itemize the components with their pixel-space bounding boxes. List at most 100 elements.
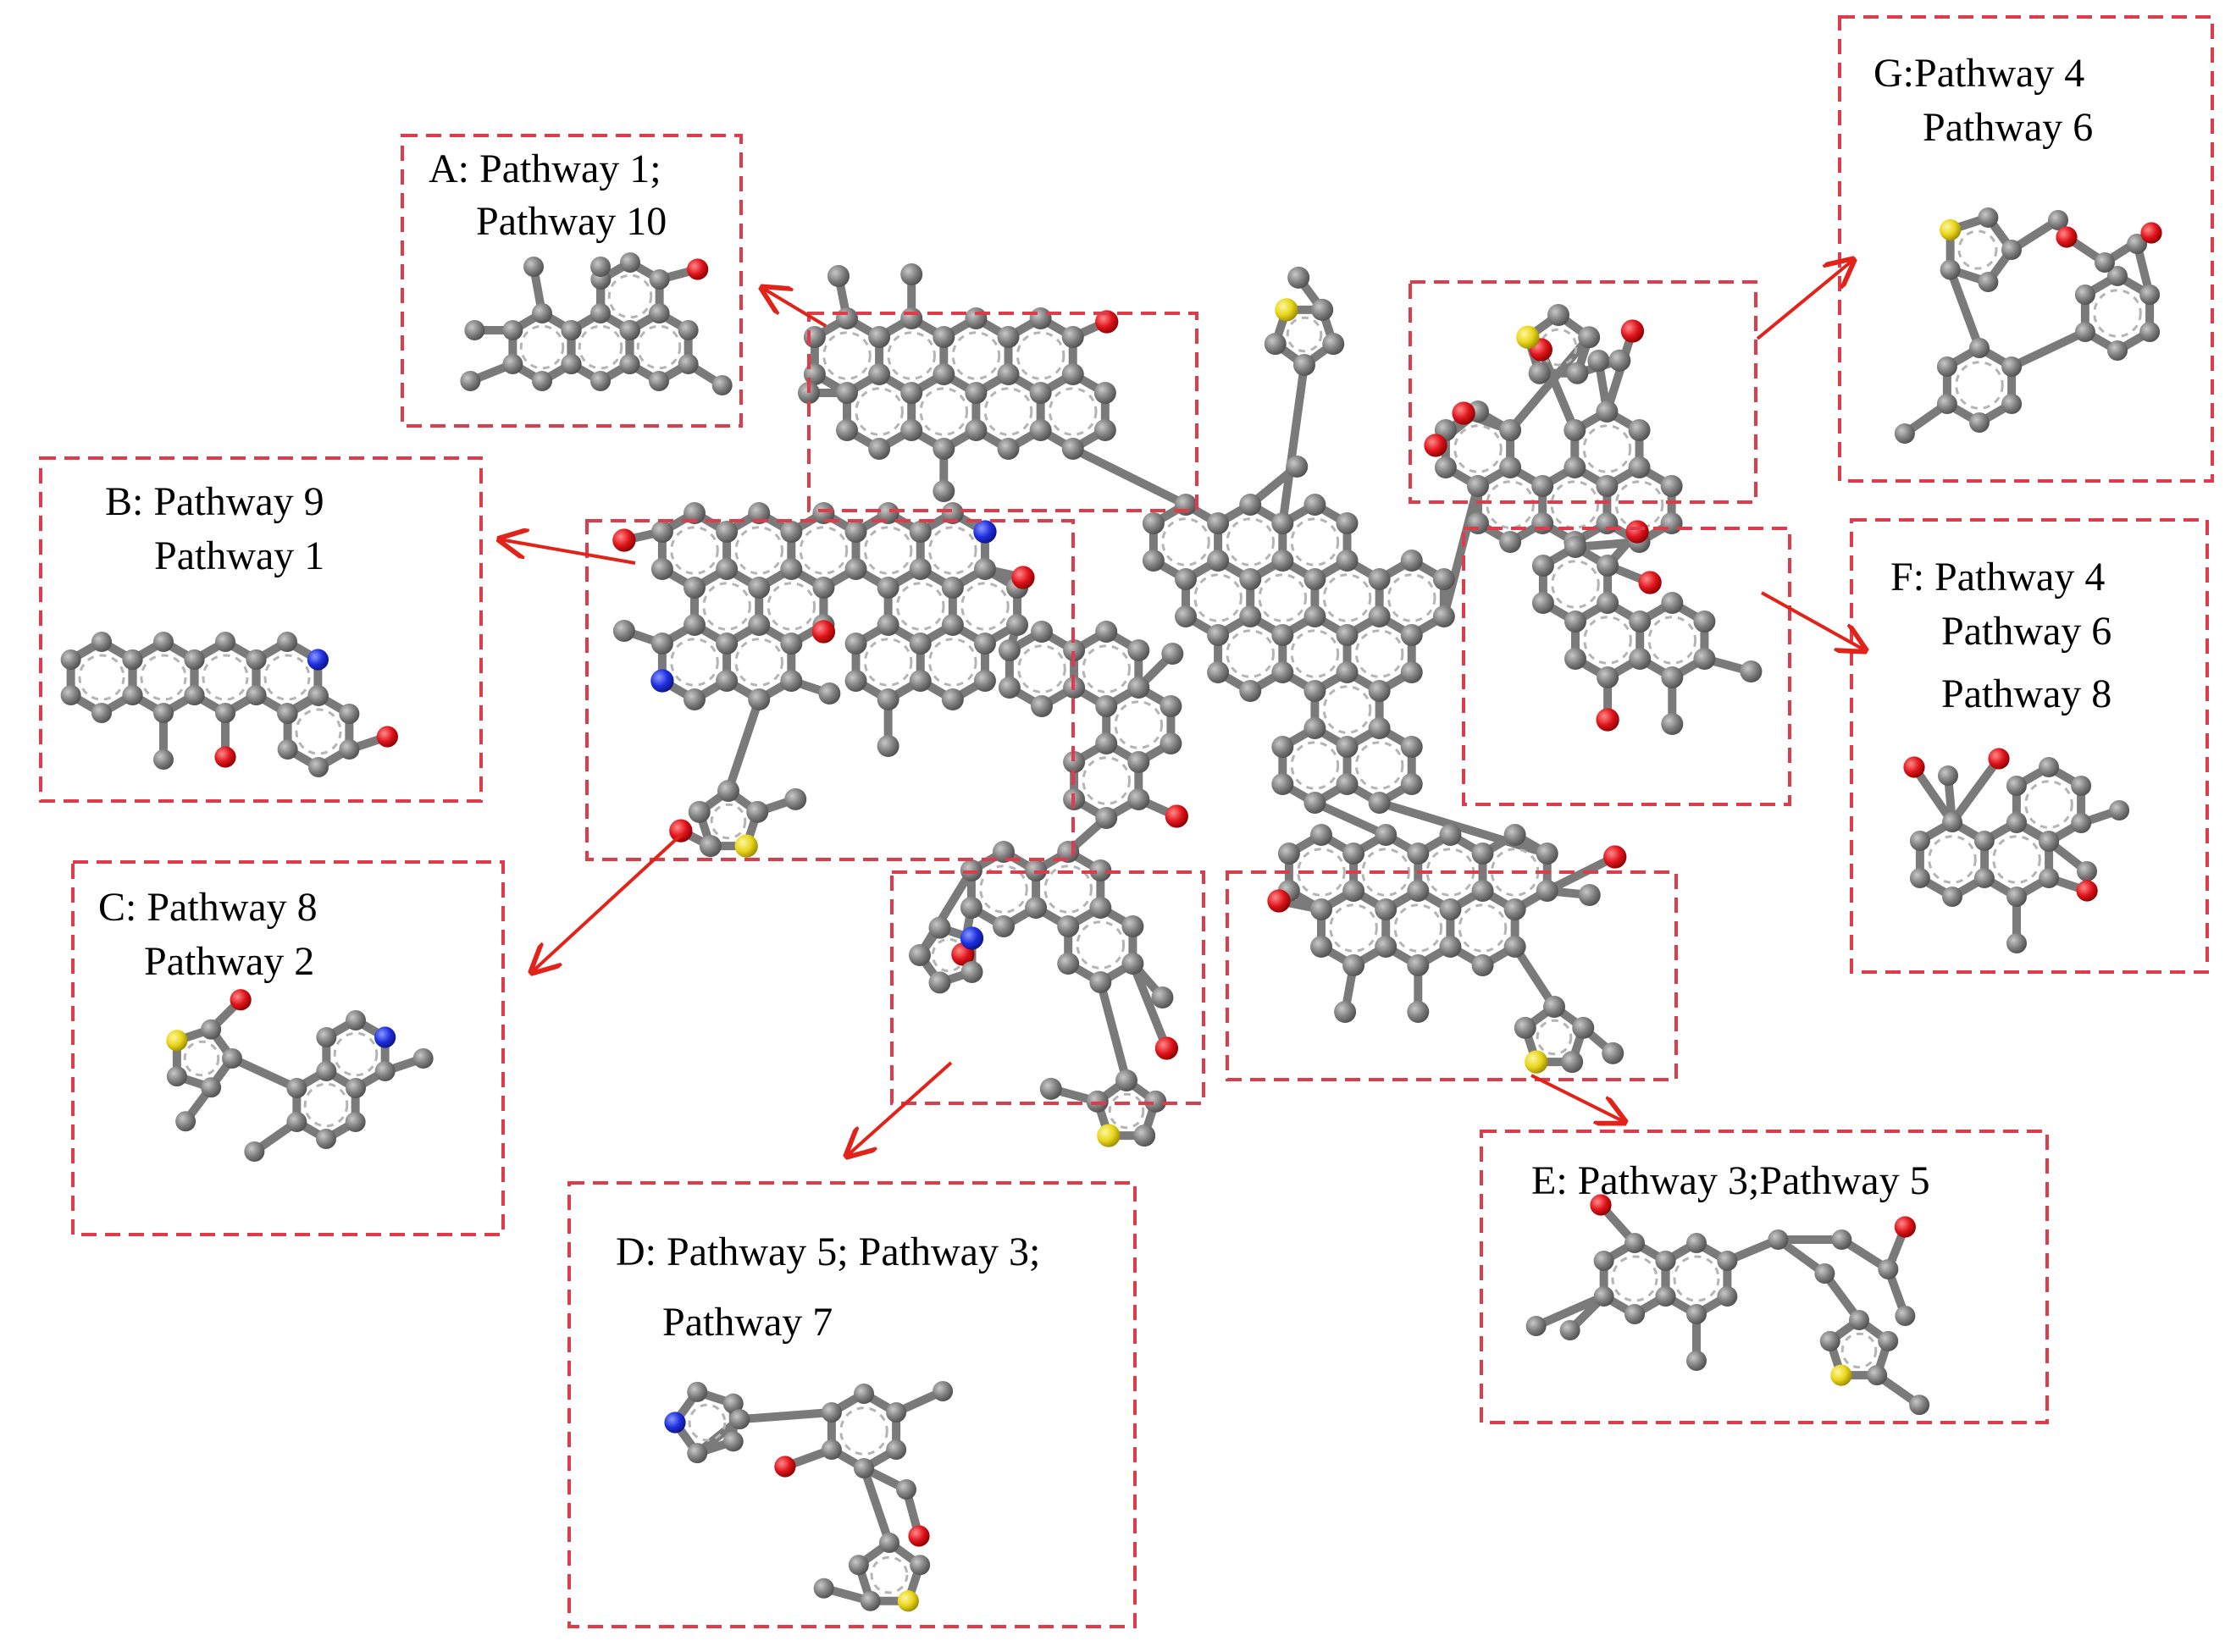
carbon-atom [1624,1233,1645,1253]
carbon-atom [886,1402,907,1423]
sulfur-atom [1940,218,1962,241]
oxygen-atom [1590,1194,1612,1216]
sulfur-atom [1516,325,1540,349]
bond [735,1408,836,1424]
carbon-atom [1239,605,1262,627]
carbon-atom [1596,512,1619,534]
carbon-atom [1503,898,1526,920]
aromatic-ring-marker [1647,616,1697,665]
carbon-atom [1336,773,1359,795]
carbon-atom [1936,356,1957,377]
carbon-atom [1095,621,1118,643]
carbon-atom [1336,512,1359,534]
carbon-atom [836,307,858,329]
carbon-atom [812,577,835,599]
carbon-atom [854,1384,874,1404]
aromatic-ring-marker [799,526,849,575]
oxygen-atom [1596,708,1619,732]
carbon-atom [1368,605,1391,627]
carbon-atom [412,1048,434,1069]
carbon-atom [678,354,699,374]
aromatic-ring-marker [1016,331,1065,380]
carbon-atom [166,1066,187,1087]
carbon-atom [746,800,769,823]
aromatic-ring-marker [1550,480,1600,529]
aromatic-ring-marker [1290,741,1340,790]
carbon-atom [1310,824,1332,846]
nitrogen-atom [650,669,674,693]
carbon-atom [316,1027,337,1047]
carbon-atom [1061,438,1084,460]
carbon-atom [1095,807,1118,829]
carbon-atom [1271,550,1294,572]
carbon-atom [1334,1001,1357,1023]
aromatic-ring-marker [1258,573,1308,622]
carbon-atom [1578,884,1601,906]
carbon-atom [1831,1229,1852,1250]
aromatic-ring-marker [1955,361,2004,410]
carbon-atom [1322,333,1345,356]
fragment-d-molecule [664,1381,954,1612]
carbon-atom [2001,240,2022,260]
carbon-atom [1342,880,1365,902]
oxygen-atom [1903,756,1925,778]
carbon-atom [868,363,891,385]
carbon-atom [1368,568,1391,590]
carbon-atom [346,1078,366,1098]
aromatic-ring-marker [688,1403,727,1442]
carbon-atom [1849,1310,1869,1330]
aromatic-ring-marker [1611,1255,1658,1302]
carbon-atom [1151,986,1174,1008]
carbon-atom [688,800,711,823]
carbon-atom [1597,555,1619,577]
carbon-atom [900,263,923,285]
fragment-c-molecule [166,989,434,1162]
label-g-line2: Pathway 6 [1923,105,2093,150]
carbon-atom [818,682,841,704]
carbon-atom [1342,843,1365,865]
oxygen-atom [1165,804,1188,828]
carbon-atom [1039,1077,1062,1100]
carbon-atom [1661,592,1684,614]
carbon-atom [649,371,669,391]
carbon-atom [277,704,298,724]
carbon-atom [1271,512,1294,534]
aromatic-ring-marker [822,331,872,380]
carbon-atom [1867,1365,1888,1386]
carbon-atom [2001,356,2023,377]
oxygen-atom [1095,310,1119,334]
fragment-f-molecule [1903,748,2130,953]
carbon-atom [1936,394,1957,414]
bond [1068,445,1190,509]
aromatic-ring-marker [1043,865,1093,914]
aromatic-ring-marker [767,582,816,631]
carbon-atom [1239,680,1262,702]
carbon-atom [1559,1320,1580,1340]
arrow-to-e [1530,1074,1624,1122]
oxygen-atom [612,528,636,552]
carbon-atom [1597,666,1619,688]
carbon-atom [784,787,807,810]
carbon-atom [1973,868,1995,888]
aromatic-ring-marker [839,1406,888,1456]
panel-c [71,860,505,1236]
carbon-atom [1239,568,1262,590]
carbon-atom [1142,512,1165,534]
carbon-atom [650,558,673,580]
carbon-atom [1602,1041,1624,1064]
carbon-atom [2107,340,2128,361]
carbon-atom [812,502,835,524]
aromatic-ring-marker [1583,616,1632,665]
aromatic-ring-marker [1322,685,1372,734]
carbon-atom [1547,304,1569,326]
aromatic-ring-marker [333,1031,379,1077]
carbon-atom [244,1141,265,1162]
nitrogen-atom [374,1026,396,1048]
carbon-atom [1407,843,1430,865]
carbon-atom [1878,1259,1899,1279]
oxygen-atom [1603,845,1627,869]
oxygen-atom [811,620,836,644]
aromatic-ring-marker [670,638,719,687]
aromatic-ring-marker [1614,480,1664,529]
carbon-atom [286,1112,307,1132]
